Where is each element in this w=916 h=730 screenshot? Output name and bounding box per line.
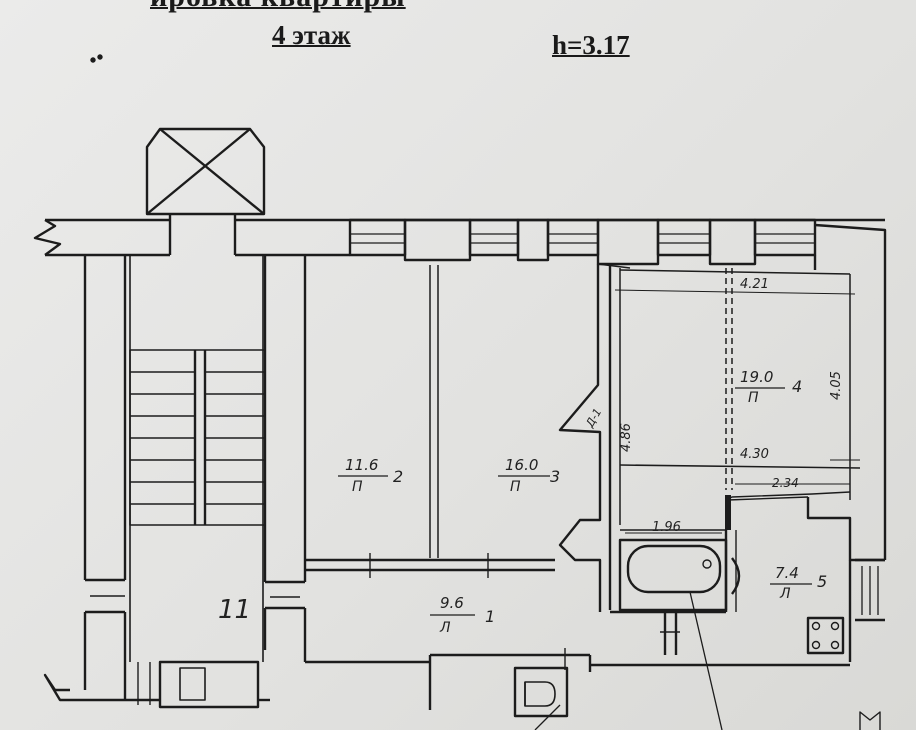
svg-text:Л: Л [439, 620, 451, 636]
room-2-label: 11.6 П 2 [338, 456, 403, 495]
stove [806, 616, 845, 655]
svg-text:11.6: 11.6 [345, 456, 378, 474]
svg-text:П: П [748, 390, 759, 406]
svg-text:П: П [510, 479, 521, 495]
svg-text:3: 3 [550, 467, 560, 486]
ink-dot [90, 57, 96, 63]
svg-text:5: 5 [817, 572, 827, 591]
svg-text:16.0: 16.0 [505, 456, 538, 474]
ventilation-shaft [145, 127, 266, 255]
stairwell [43, 255, 307, 709]
exterior-wall-top [33, 218, 887, 560]
svg-text:19.0: 19.0 [740, 368, 773, 386]
room-5-label: 7.4 Л 5 [770, 564, 827, 602]
svg-text:1: 1 [485, 607, 495, 626]
dim-room4-side: 4.05 [829, 371, 844, 400]
dim-room4-bottom: 4.30 [740, 447, 769, 462]
room-11-label: 11 [218, 595, 251, 625]
dim-corridor-width: 2.34 [772, 476, 799, 490]
svg-text:4: 4 [792, 377, 802, 396]
svg-text:Л: Л [779, 586, 791, 602]
interior-walls [303, 263, 885, 730]
dim-bath-width: 1.96 [652, 520, 681, 535]
ceiling-height-label: h=3.17 [552, 30, 630, 60]
room-3-label: 16.0 П 3 [498, 456, 560, 495]
svg-text:2: 2 [393, 467, 403, 486]
svg-text:П: П [352, 479, 363, 495]
svg-text:9.6: 9.6 [440, 594, 464, 612]
door-mark: Д-1 [583, 406, 605, 430]
room-4-label: 19.0 П 4 [735, 368, 802, 406]
floor-label: 4 этаж [272, 20, 351, 50]
dimension-lines [614, 289, 860, 534]
dim-room4-top: 4.21 [740, 277, 769, 292]
plan-title: ировка квартиры [150, 0, 406, 14]
dim-room3-height: 4.86 [619, 423, 634, 452]
room-1-label: 9.6 Л 1 [430, 594, 495, 636]
ink-dot [97, 54, 103, 60]
svg-text:7.4: 7.4 [775, 564, 799, 582]
